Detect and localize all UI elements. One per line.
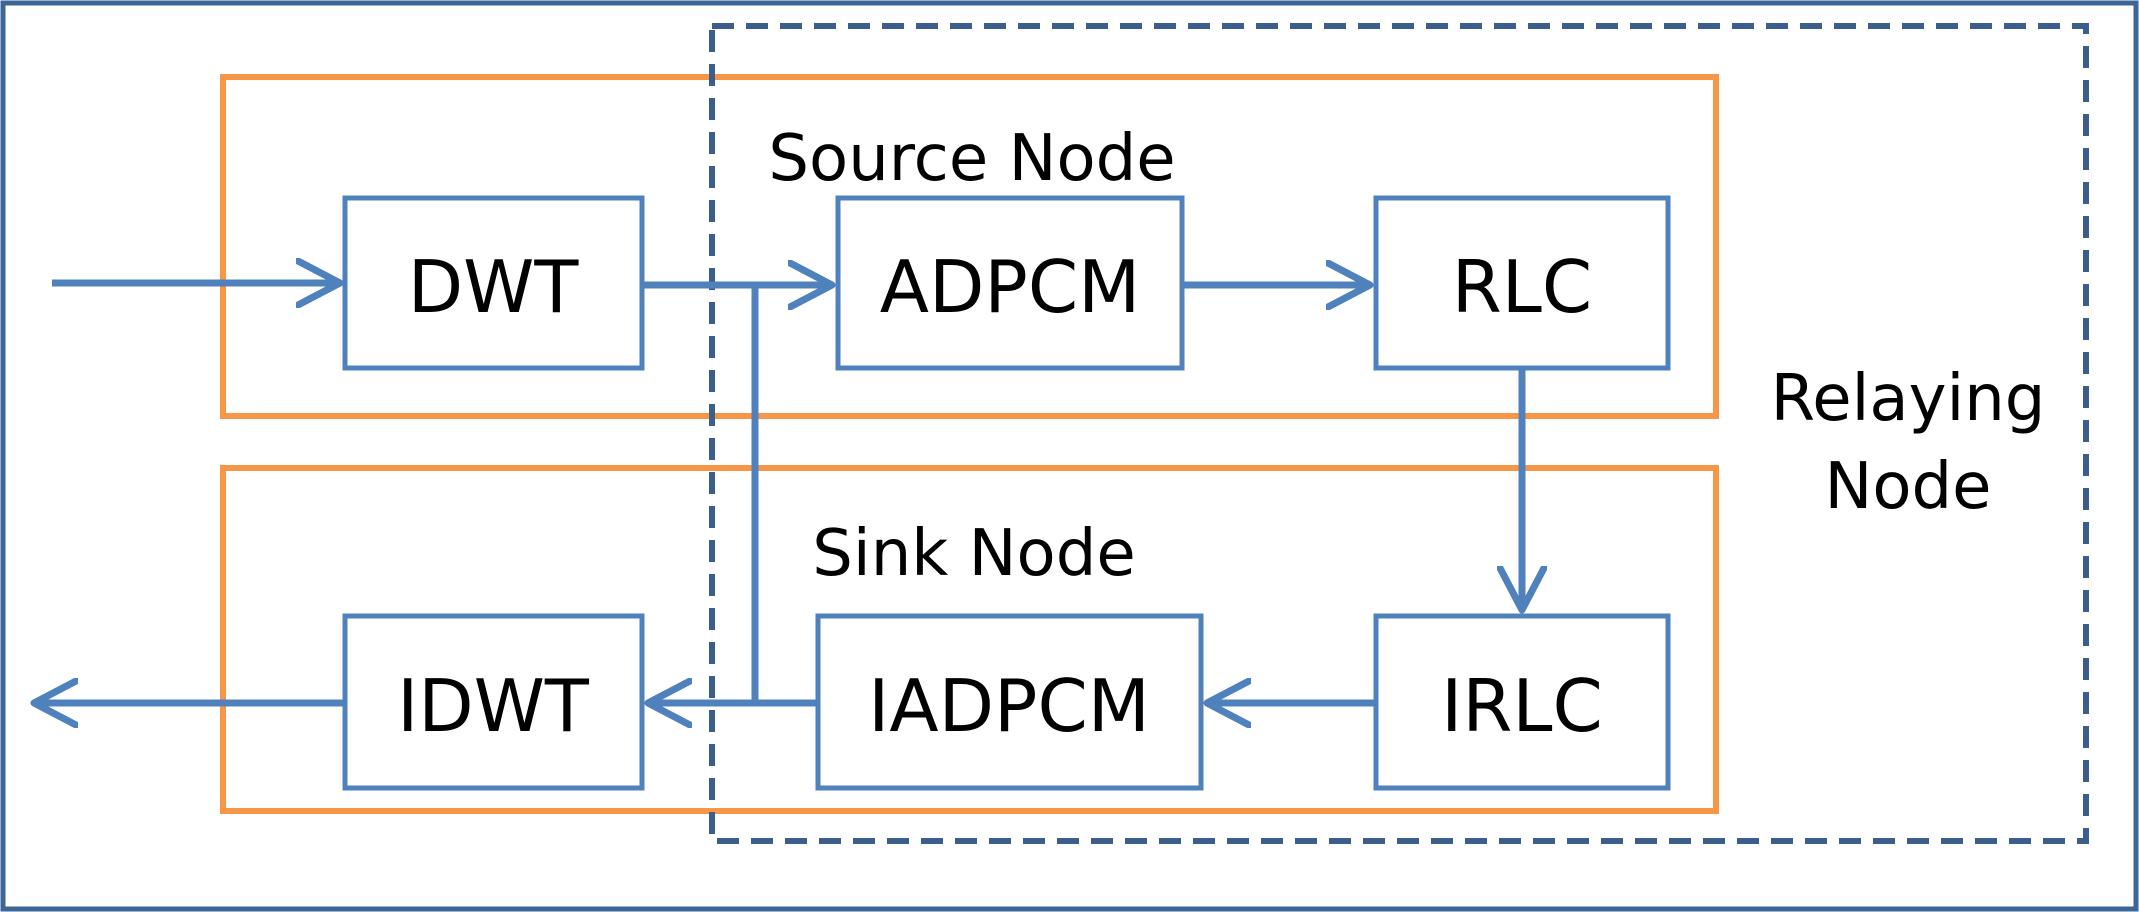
idwt-block: IDWT [342, 613, 645, 791]
iadpcm-block: IADPCM [815, 613, 1204, 791]
rlc-label: RLC [1452, 245, 1592, 329]
relaying-node-label-line2: Node [1824, 450, 1991, 524]
sink-node-label: Sink Node [812, 517, 1135, 591]
rlc-block: RLC [1373, 195, 1671, 371]
adpcm-block: ADPCM [835, 195, 1185, 371]
idwt-label: IDWT [397, 664, 590, 748]
irlc-label: IRLC [1441, 664, 1603, 748]
dwt-block: DWT [342, 195, 645, 371]
iadpcm-label: IADPCM [868, 664, 1150, 748]
irlc-block: IRLC [1373, 613, 1671, 791]
dwt-label: DWT [408, 245, 580, 329]
source-node-label: Source Node [768, 122, 1175, 196]
sink-node-region [220, 465, 1719, 814]
relaying-node-region [709, 23, 2089, 844]
source-node-region [220, 74, 1719, 419]
adpcm-label: ADPCM [880, 245, 1141, 329]
relaying-node-label-line1: Relaying [1771, 362, 2046, 436]
